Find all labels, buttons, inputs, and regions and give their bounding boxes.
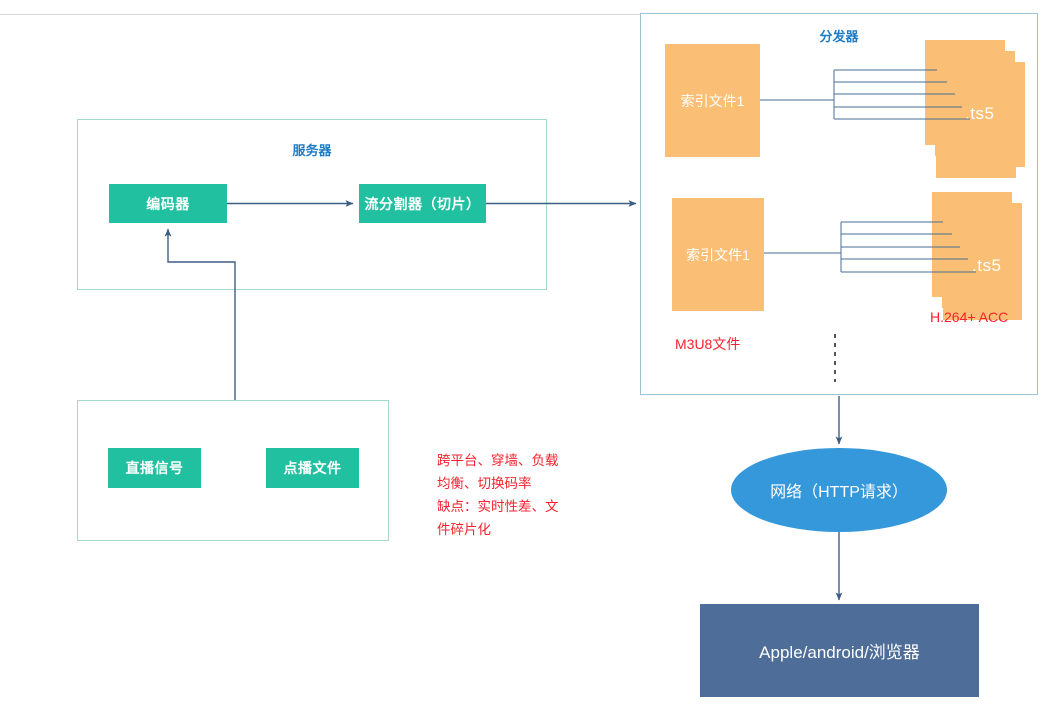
annotation-notes-line-2: 均衡、切换码率 (437, 476, 532, 491)
node-stream-splitter-label: 流分割器（切片） (364, 195, 481, 212)
node-live-signal-label: 直播信号 (125, 460, 184, 476)
annotation-notes-line-4: 件碎片化 (437, 522, 491, 537)
node-live-signal[interactable]: 直播信号 (108, 448, 201, 488)
node-ts-stack-2[interactable]: .ts5 (0, 0, 1022, 320)
node-index-file-1[interactable]: 索引文件1 (665, 44, 760, 157)
node-index-file-2-label: 索引文件1 (686, 246, 750, 263)
node-index-file-2[interactable]: 索引文件1 (672, 198, 764, 311)
node-vod-file[interactable]: 点播文件 (266, 448, 359, 488)
node-stream-splitter[interactable]: 流分割器（切片） (359, 184, 486, 223)
distributor-container-title: 分发器 (819, 29, 859, 44)
ts-sheet-1 (946, 66, 1022, 134)
annotation-notes: 跨平台、穿墙、负载 均衡、切换码率 缺点：实时性差、文 件碎片化 (437, 449, 607, 541)
server-container-title: 服务器 (292, 143, 332, 158)
annotation-codec: H.264+ ACC (930, 309, 1009, 325)
annotation-m3u8: M3U8文件 (675, 336, 741, 352)
node-encoder[interactable]: 编码器 (109, 184, 227, 223)
node-network[interactable]: 网络（HTTP请求） (731, 448, 947, 532)
node-ts-stack-2-label: .ts5 (972, 256, 1002, 275)
node-ts-stack-1-label: .ts5 (965, 104, 995, 123)
top-divider (0, 14, 640, 15)
node-clients[interactable]: Apple/android/浏览器 (700, 604, 979, 697)
annotation-notes-line-3: 缺点：实时性差、文 (437, 499, 559, 514)
node-ts-stack-1[interactable]: .ts5 (0, 0, 1025, 178)
node-network-label: 网络（HTTP请求） (770, 484, 908, 501)
node-vod-file-label: 点播文件 (283, 460, 342, 476)
node-index-file-1-label: 索引文件1 (680, 92, 745, 109)
ellipsis-dots (834, 334, 836, 382)
node-clients-label: Apple/android/浏览器 (759, 643, 920, 662)
ts-sheet-1 (953, 218, 1022, 286)
annotation-notes-line-1: 跨平台、穿墙、负载 (437, 453, 559, 468)
node-encoder-label: 编码器 (146, 195, 190, 212)
